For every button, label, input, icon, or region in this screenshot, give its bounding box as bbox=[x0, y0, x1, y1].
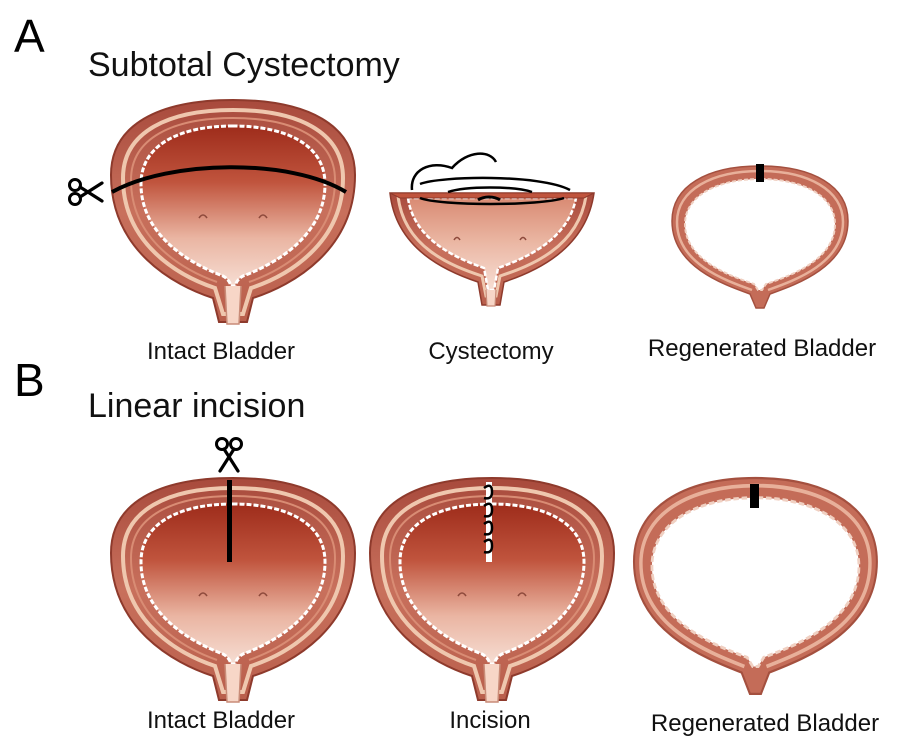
panel-b-caption-incision: Incision bbox=[449, 707, 530, 734]
scissors-icon bbox=[217, 439, 242, 472]
incision-line bbox=[227, 480, 232, 562]
panel-a-letter: A bbox=[14, 10, 45, 62]
regeneration-mark bbox=[750, 484, 759, 508]
regeneration-mark bbox=[756, 164, 764, 182]
panel-a-caption-intact: Intact Bladder bbox=[147, 338, 295, 365]
panel-a-intact-bladder bbox=[70, 100, 356, 324]
scissors-icon bbox=[70, 180, 103, 205]
panel-a-caption-regenerated: Regenerated Bladder bbox=[648, 335, 876, 362]
panel-a-regenerated-bladder bbox=[672, 164, 848, 308]
panel-b-caption-intact: Intact Bladder bbox=[147, 707, 295, 734]
panel-a-cystectomy-bladder bbox=[390, 154, 594, 306]
removed-dome-outline bbox=[412, 154, 570, 190]
panel-b-incision-bladder bbox=[370, 478, 614, 702]
panel-a-title: Subtotal Cystectomy bbox=[88, 46, 400, 84]
panel-b-caption-regenerated: Regenerated Bladder bbox=[651, 710, 879, 737]
panel-b-intact-bladder bbox=[111, 439, 355, 703]
panel-b-title: Linear incision bbox=[88, 387, 305, 425]
panel-a-caption-cystectomy: Cystectomy bbox=[428, 338, 553, 365]
panel-b-regenerated-bladder bbox=[634, 478, 877, 694]
panel-b-letter: B bbox=[14, 354, 45, 406]
